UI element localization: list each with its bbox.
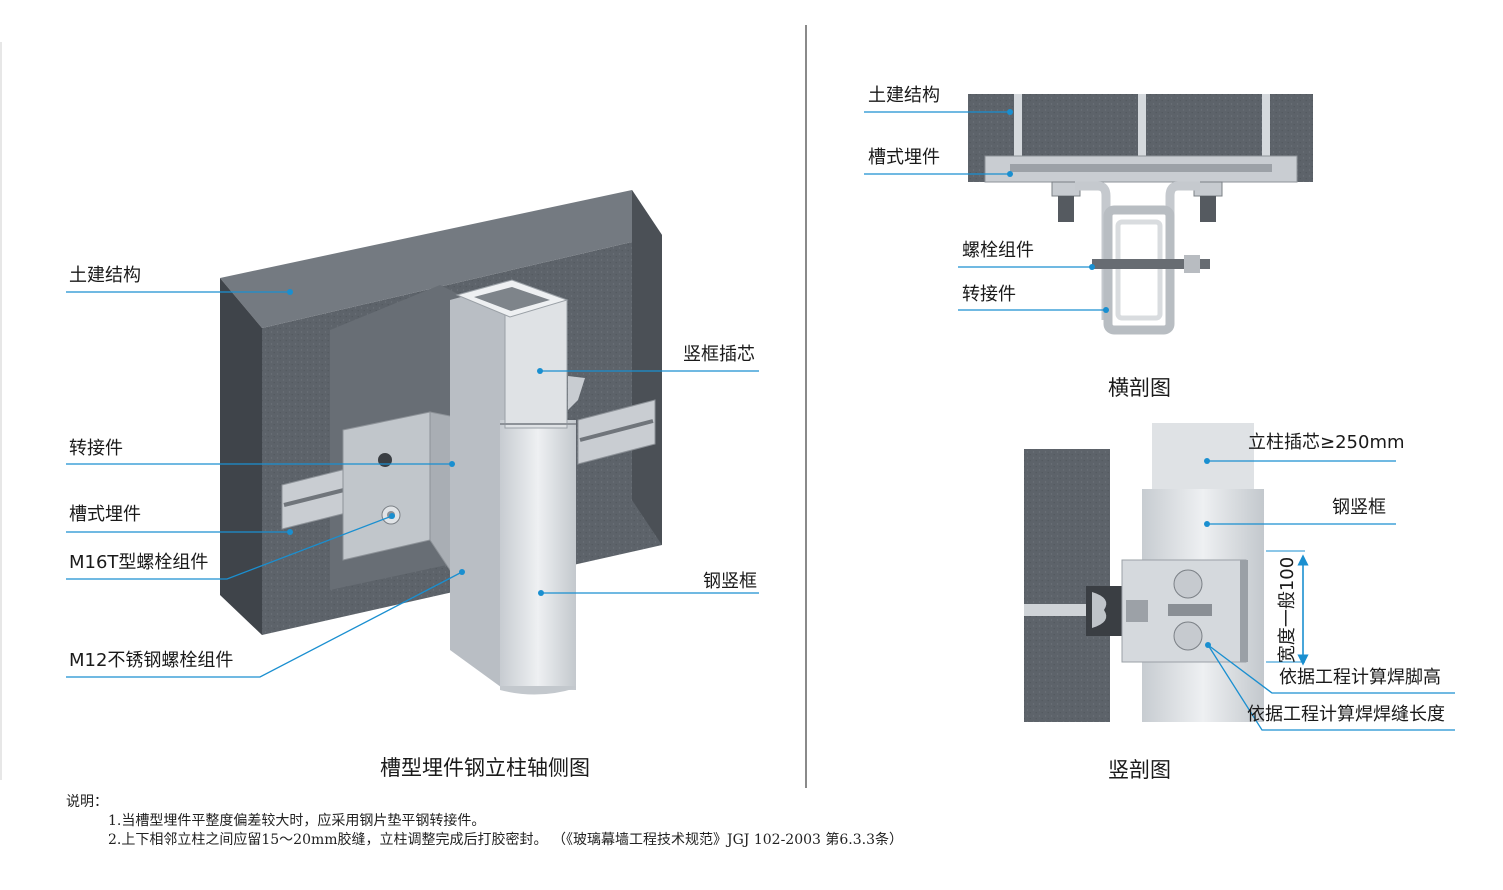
vs-embed-rod <box>1024 604 1086 616</box>
vs-channel-lip <box>1092 592 1107 628</box>
vs-bolt-bottom <box>1173 621 1203 651</box>
vertical-section-drawing <box>1024 423 1264 722</box>
axonometric-drawing <box>220 190 662 695</box>
concrete-side-face <box>220 278 262 635</box>
mullion-core-insert <box>504 299 568 429</box>
hs-bolt-right <box>1200 196 1216 222</box>
label-steel-mullion: 钢竖框 <box>703 571 757 592</box>
hs-label-bolt-assembly: 螺栓组件 <box>962 240 1034 261</box>
mullion-side-face <box>450 285 505 690</box>
notes-title: 说明： <box>66 794 108 810</box>
core-hollow <box>474 287 550 311</box>
hs-anchor-1 <box>1014 94 1022 158</box>
core-tab <box>568 376 585 410</box>
left-leader-dots <box>287 289 544 596</box>
vs-core-insert <box>1152 423 1254 493</box>
hs-label-adapter: 转接件 <box>962 284 1016 305</box>
vs-label-weld-height: 依据工程计算焊脚高 <box>1279 667 1441 688</box>
hs-label-channel-embed: 槽式埋件 <box>868 147 940 168</box>
vs-bolt-top <box>1173 569 1203 599</box>
steel-mullion-body <box>500 420 576 690</box>
vs-leaders <box>1207 460 1455 731</box>
label-mullion-core: 竖框插芯 <box>683 344 755 365</box>
concrete-right-face <box>632 190 662 545</box>
label-adapter: 转接件 <box>69 438 123 459</box>
note-item-2: 2.上下相邻立柱之间应留15～20mm胶缝，立柱调整完成后打胶密封。 （《玻璃幕… <box>108 832 903 848</box>
channel-slot-left <box>283 487 349 507</box>
label-channel-embed: 槽式埋件 <box>69 504 141 525</box>
hs-title: 横剖图 <box>1108 376 1171 400</box>
hs-channel-slot <box>1010 164 1272 172</box>
vs-label-steel-mullion: 钢竖框 <box>1332 497 1386 518</box>
hs-adapter-right <box>1165 181 1200 320</box>
notes-block: 说明： 1.当槽型埋件平整度偏差较大时，应采用钢片垫平钢转接件。 2.上下相邻立… <box>66 793 903 850</box>
mullion-bottom <box>500 686 576 695</box>
vs-title: 竖剖图 <box>1108 758 1171 782</box>
hs-bolt-left <box>1058 196 1074 222</box>
vs-label-core-length: 立柱插芯≥250mm <box>1248 432 1405 453</box>
vs-concrete <box>1024 449 1110 722</box>
channel-slot-right <box>579 419 654 442</box>
hs-through-bolt <box>1092 259 1210 269</box>
adapter-plate-left <box>342 411 431 561</box>
hs-anchor-3 <box>1262 94 1270 158</box>
hs-bolt-nut <box>1184 255 1200 273</box>
hs-adapter-left <box>1075 181 1111 320</box>
vs-leader-dots <box>1204 458 1211 648</box>
hs-label-civil-structure: 土建结构 <box>868 85 940 106</box>
concrete-top-face <box>220 190 662 328</box>
vs-weld <box>1240 560 1248 662</box>
label-civil-structure: 土建结构 <box>69 265 141 286</box>
hs-mullion-tube <box>1103 205 1175 335</box>
left-leaders <box>66 291 759 678</box>
hs-core-tube <box>1115 219 1163 321</box>
vs-label-width: 宽度一般100 <box>1277 556 1298 664</box>
hs-leaders <box>864 111 1106 311</box>
vs-slot <box>1168 604 1212 616</box>
label-t-bolt: M16T型螺栓组件 <box>69 552 209 573</box>
horizontal-section-drawing <box>968 94 1313 335</box>
label-ss-bolt: M12不锈钢螺栓组件 <box>69 650 234 671</box>
hs-leader-dots <box>1007 109 1109 313</box>
left-view-title: 槽型埋件钢立柱轴侧图 <box>380 756 590 780</box>
vs-nut <box>1126 600 1148 622</box>
note-item-1: 1.当槽型埋件平整度偏差较大时，应采用钢片垫平钢转接件。 <box>108 813 486 829</box>
vs-label-weld-length: 依据工程计算焊焊缝长度 <box>1247 704 1445 725</box>
bolt-hole-1 <box>378 453 392 467</box>
hs-anchor-2 <box>1138 94 1146 158</box>
